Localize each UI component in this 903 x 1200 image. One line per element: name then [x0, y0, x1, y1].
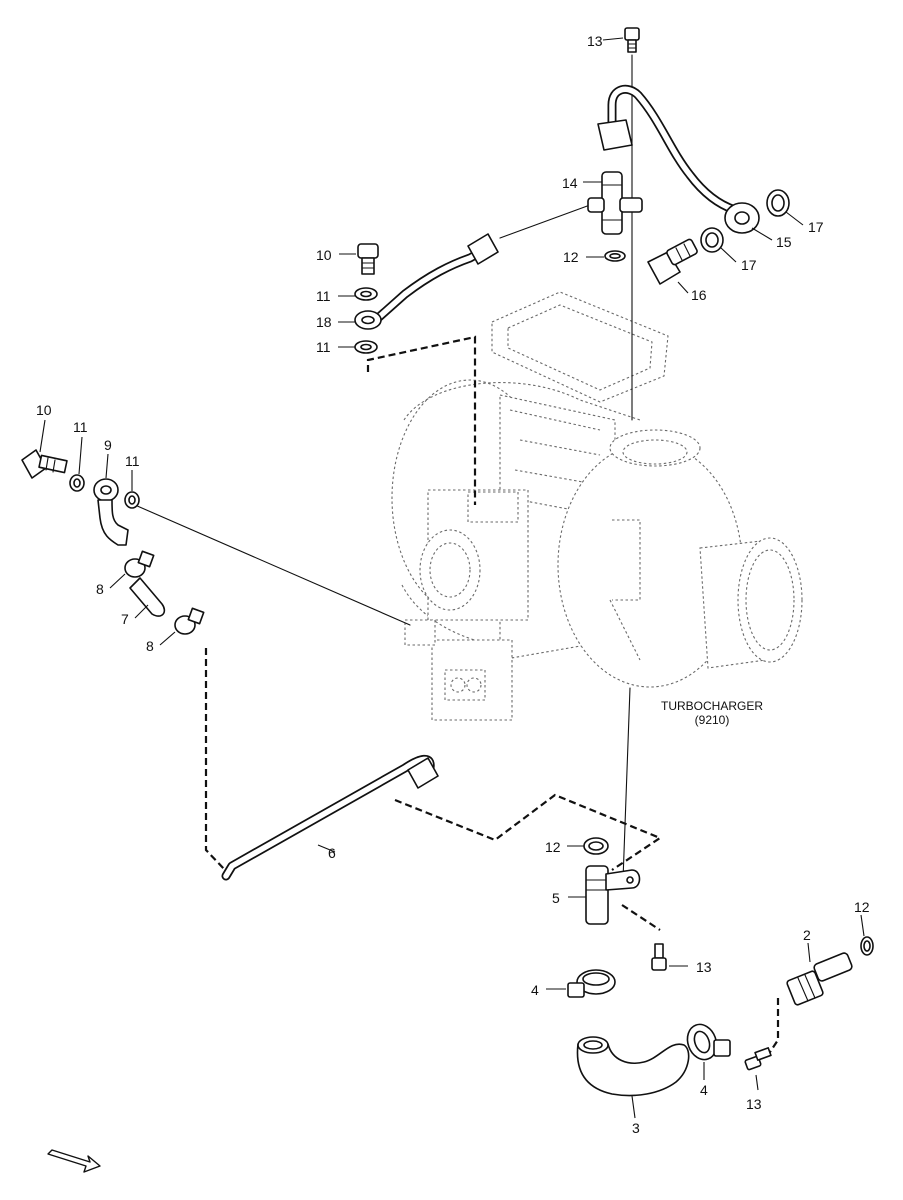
turbocharger-caption: TURBOCHARGER (9210) — [661, 699, 763, 727]
part-2-connector-tube — [786, 952, 853, 1006]
part-upper-oil-feed-pipe — [597, 84, 740, 215]
part-13-top-banjo-bolt — [624, 27, 640, 53]
callout-labels: 13 14 12 17 15 17 16 10 11 18 11 10 11 9… — [36, 33, 870, 1136]
callout-13-mid: 13 — [696, 959, 712, 975]
part-8-hose-clamp-a — [124, 550, 155, 578]
part-3-rubber-elbow-hose — [576, 1036, 690, 1097]
callout-4-b: 4 — [700, 1082, 708, 1098]
part-16-hollow-bolt — [647, 238, 698, 285]
callout-14: 14 — [562, 175, 578, 191]
callout-13-bot: 13 — [746, 1096, 762, 1112]
part-11-washer-b — [354, 340, 378, 354]
front-direction-arrow-icon — [47, 1149, 101, 1173]
callout-13-top: 13 — [587, 33, 603, 49]
part-17-sealing-washer-a — [766, 189, 790, 217]
part-7-oil-hose — [129, 577, 166, 617]
callout-11-b: 11 — [316, 339, 331, 355]
callout-2: 2 — [803, 927, 811, 943]
callout-16: 16 — [691, 287, 707, 303]
part-10-top-banjo-bolt — [357, 243, 379, 275]
part-11-washer-a — [354, 287, 378, 301]
leader-lines — [39, 37, 865, 1119]
callout-12-right: 12 — [854, 899, 870, 915]
turbocharger-caption-name: TURBOCHARGER — [661, 699, 763, 713]
part-4-hose-clamp-a — [567, 969, 616, 998]
callout-10-left: 10 — [36, 402, 52, 418]
part-9-elbow-banjo — [93, 478, 129, 546]
callout-6: 6 — [328, 845, 336, 861]
callout-17-a: 17 — [808, 219, 824, 235]
part-13-bottom-bolt — [744, 1047, 772, 1071]
callout-9: 9 — [104, 437, 112, 453]
callout-11-a: 11 — [316, 288, 331, 304]
dashed-connection-lines — [204, 335, 780, 1056]
callout-4-a: 4 — [531, 982, 539, 998]
part-12-mid-o-ring — [583, 837, 609, 855]
part-4-hose-clamp-b — [686, 1023, 731, 1061]
callout-11-d: 11 — [125, 453, 140, 469]
part-11-washer-c — [69, 474, 85, 492]
turbocharger-body — [391, 291, 803, 721]
turbocharger-caption-code: (9210) — [695, 713, 730, 727]
alignment-lines — [134, 54, 633, 881]
callout-7: 7 — [121, 611, 129, 627]
callout-11-c: 11 — [73, 419, 88, 435]
part-6-drain-tube — [221, 754, 439, 881]
part-12-top-o-ring — [604, 250, 626, 262]
callout-12-top: 12 — [563, 249, 579, 265]
callout-12-mid: 12 — [545, 839, 561, 855]
part-18-banjo-with-feed-pipe — [354, 233, 499, 330]
part-14-tee-fitting — [587, 171, 643, 235]
part-17-sealing-washer-b — [700, 227, 724, 253]
callout-17-b: 17 — [741, 257, 757, 273]
part-12-right-o-ring — [860, 936, 874, 956]
part-10-left-banjo-bolt — [21, 449, 68, 479]
callout-3: 3 — [632, 1120, 640, 1136]
part-13-mid-flange-bolt — [651, 943, 667, 971]
part-8-hose-clamp-b — [174, 607, 205, 635]
callout-8-b: 8 — [146, 638, 154, 654]
callout-15: 15 — [776, 234, 792, 250]
callout-5: 5 — [552, 890, 560, 906]
part-11-washer-d — [124, 491, 140, 509]
callout-8-a: 8 — [96, 581, 104, 597]
part-15-banjo-fitting — [724, 202, 760, 234]
part-5-drain-adapter — [585, 865, 641, 925]
callout-18: 18 — [316, 314, 332, 330]
callout-10-top: 10 — [316, 247, 332, 263]
